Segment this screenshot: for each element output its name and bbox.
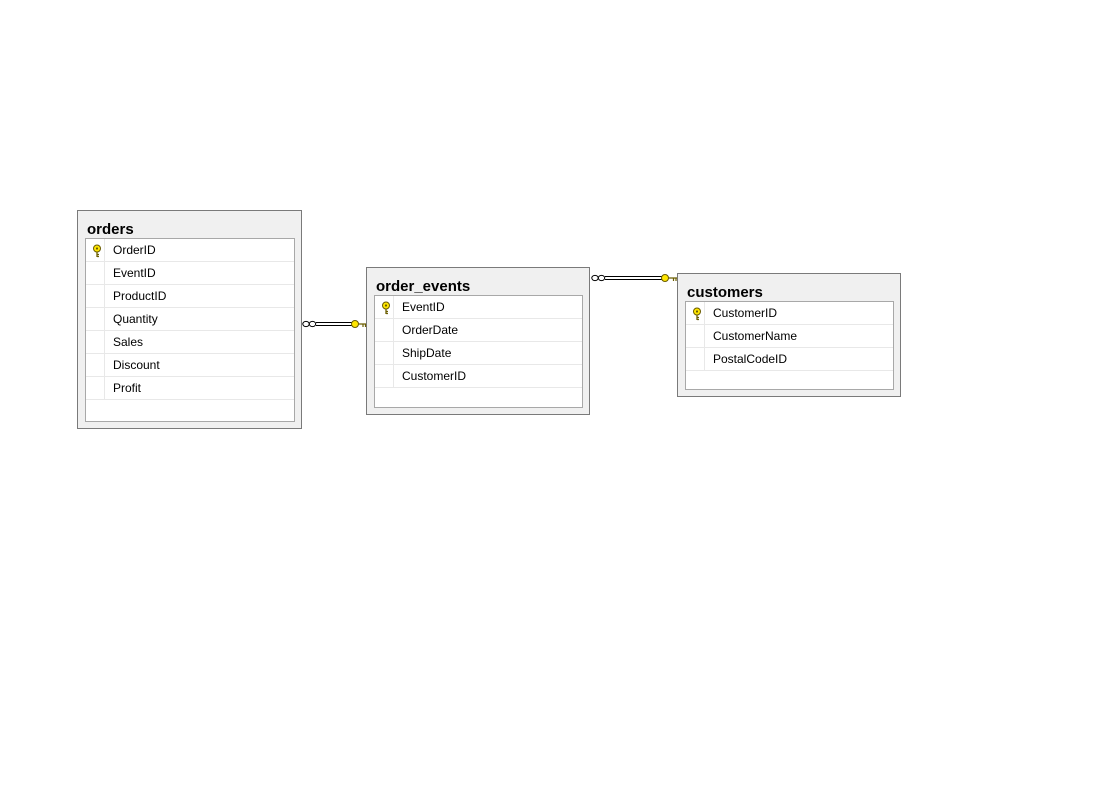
column-row[interactable]: Profit xyxy=(86,377,294,400)
key-icon xyxy=(661,274,677,282)
column-row[interactable]: Quantity xyxy=(86,308,294,331)
key-icon xyxy=(351,320,367,328)
relationship-order-events-customers[interactable] xyxy=(591,274,677,282)
table-customers[interactable]: customers CustomerID CustomerName Postal… xyxy=(677,273,901,397)
table-title: orders xyxy=(87,221,134,238)
column-name: ProductID xyxy=(113,289,167,303)
column-grid: OrderID EventID ProductID Quantity Sales… xyxy=(85,238,295,422)
column-name: Quantity xyxy=(113,312,158,326)
column-row[interactable]: ProductID xyxy=(86,285,294,308)
column-row[interactable]: ShipDate xyxy=(375,342,582,365)
column-name: OrderDate xyxy=(402,323,459,337)
column-grid: CustomerID CustomerName PostalCodeID xyxy=(685,301,894,390)
column-name: ShipDate xyxy=(402,346,452,360)
column-name: Profit xyxy=(113,381,142,395)
column-name: CustomerID xyxy=(713,306,778,320)
table-title: customers xyxy=(687,284,763,301)
column-name: EventID xyxy=(113,266,156,280)
column-name: CustomerName xyxy=(713,329,798,343)
relationship-orders-order-events[interactable] xyxy=(302,320,367,328)
column-row[interactable]: CustomerName xyxy=(686,325,893,348)
infinity-icon xyxy=(591,274,606,282)
column-row[interactable]: Discount xyxy=(86,354,294,377)
infinity-icon xyxy=(302,320,317,328)
key-icon xyxy=(693,307,701,321)
column-row[interactable]: Sales xyxy=(86,331,294,354)
column-row[interactable]: OrderDate xyxy=(375,319,582,342)
table-orders[interactable]: orders OrderID EventID ProductID Quantit… xyxy=(77,210,302,429)
key-icon xyxy=(382,301,390,315)
column-name: PostalCodeID xyxy=(713,352,788,366)
column-row[interactable]: EventID xyxy=(86,262,294,285)
column-row[interactable]: OrderID xyxy=(86,239,294,262)
key-icon xyxy=(93,244,101,258)
table-order-events[interactable]: order_events EventID OrderDate ShipDate … xyxy=(366,267,590,415)
column-name: EventID xyxy=(402,300,445,314)
column-name: Discount xyxy=(113,358,160,372)
column-row[interactable]: EventID xyxy=(375,296,582,319)
column-row[interactable]: CustomerID xyxy=(686,302,893,325)
column-name: CustomerID xyxy=(402,369,467,383)
column-row[interactable]: PostalCodeID xyxy=(686,348,893,371)
column-grid: EventID OrderDate ShipDate CustomerID xyxy=(374,295,583,408)
column-name: OrderID xyxy=(113,243,156,257)
column-name: Sales xyxy=(113,335,144,349)
column-row[interactable]: CustomerID xyxy=(375,365,582,388)
table-title: order_events xyxy=(376,278,471,295)
